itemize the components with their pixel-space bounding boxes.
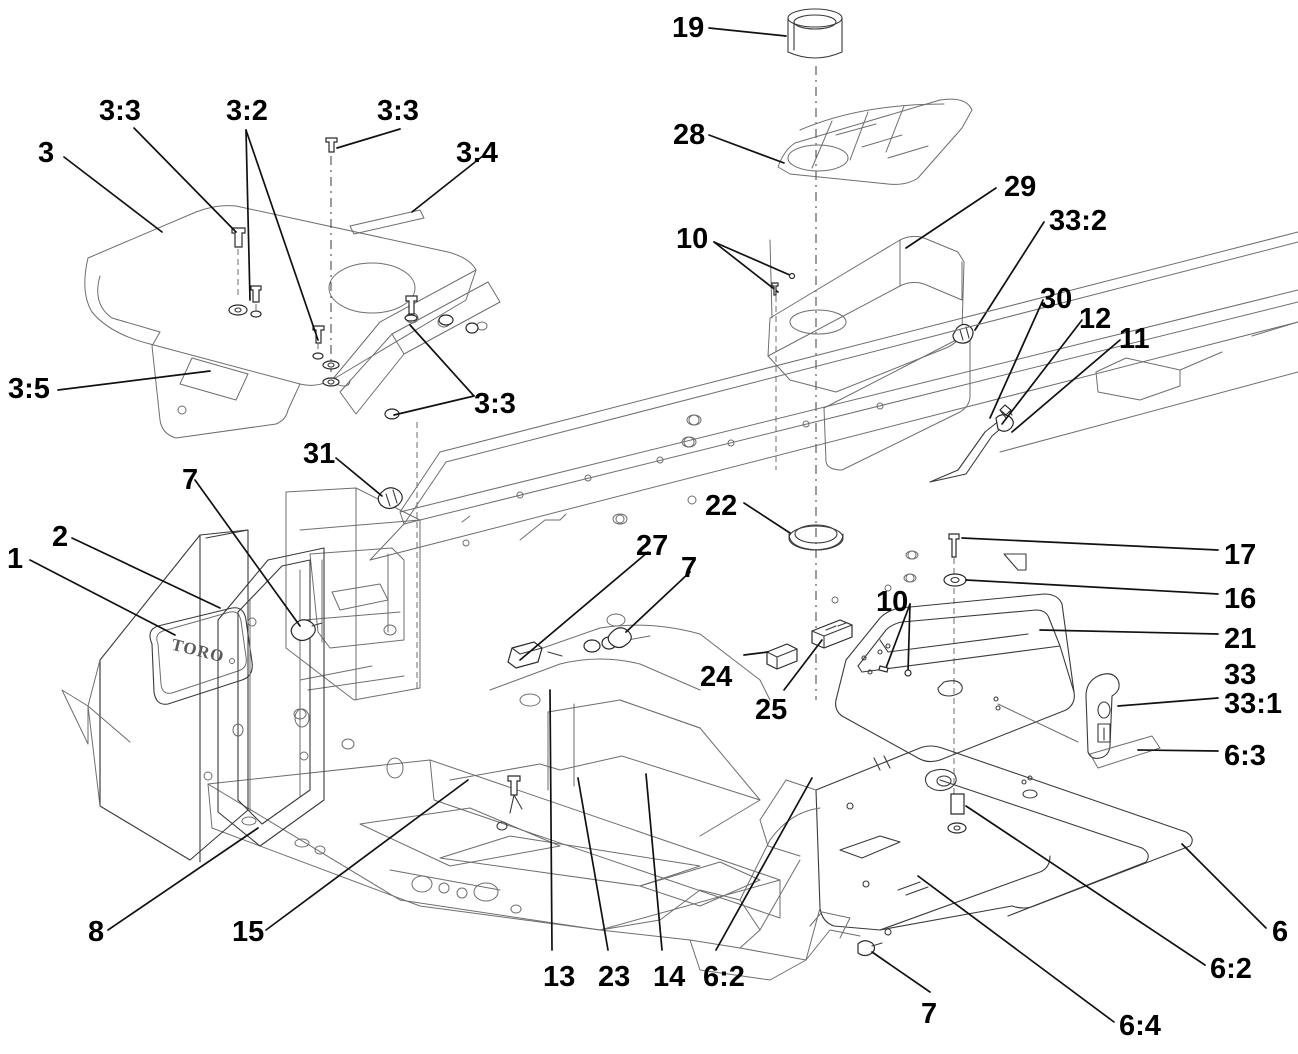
callout-33: 33 <box>1224 659 1257 691</box>
callout-7-a: 7 <box>182 464 199 496</box>
callout-6-2-a: 6:2 <box>703 961 745 993</box>
callout-11: 11 <box>1119 323 1150 355</box>
part-6-3-decal <box>1089 735 1161 769</box>
callout-6-4: 6:4 <box>1119 1010 1161 1042</box>
part-33-2-knob <box>952 323 974 344</box>
callout-3: 3 <box>38 137 55 169</box>
callout-6: 6 <box>1272 916 1289 948</box>
part-21-console <box>835 593 1079 771</box>
callout-33-1: 33:1 <box>1224 688 1283 720</box>
callout-3-3-b: 3:3 <box>377 95 419 127</box>
part-7-bolt-bottom <box>857 928 892 957</box>
part-2-side-panel <box>61 529 325 863</box>
callout-3-3-c: 3:3 <box>474 388 516 420</box>
callout-15: 15 <box>232 916 265 948</box>
callout-17: 17 <box>1224 539 1257 571</box>
callout-16: 16 <box>1224 583 1257 615</box>
callout-28: 28 <box>673 119 706 151</box>
callout-19: 19 <box>672 12 705 44</box>
callout-1: 1 <box>7 543 24 575</box>
callout-12: 12 <box>1079 303 1112 335</box>
callout-10-b: 10 <box>876 586 909 618</box>
part-29-console-cover <box>767 235 971 471</box>
part-3-hood <box>84 205 501 439</box>
part-28-mat <box>777 98 973 185</box>
part-16-washer <box>943 573 967 587</box>
callout-3-5: 3:5 <box>8 373 50 405</box>
callout-21: 21 <box>1224 623 1257 655</box>
callout-33-2: 33:2 <box>1049 205 1108 237</box>
part-24-switch <box>766 643 798 670</box>
callout-25: 25 <box>755 694 788 726</box>
callout-10-a: 10 <box>676 223 709 255</box>
part-11-12-30-rod <box>929 404 1014 483</box>
machine-chassis <box>207 487 861 981</box>
part-33-lever <box>1085 673 1120 759</box>
callout-14: 14 <box>653 961 686 993</box>
callout-3-2: 3:2 <box>226 95 268 127</box>
part-6-fender <box>815 745 1193 931</box>
part-22-ring <box>788 524 844 551</box>
callout-23: 23 <box>598 961 631 993</box>
part-7-bolt-panel <box>290 619 323 642</box>
callout-6-3: 6:3 <box>1224 740 1266 772</box>
hardware-3-2-3-3 <box>228 137 479 420</box>
part-15-bolt <box>496 775 523 831</box>
callout-30: 30 <box>1040 283 1073 315</box>
callout-3-3-a: 3:3 <box>99 95 141 127</box>
machine-frame-rail <box>369 231 1298 604</box>
callout-27: 27 <box>636 530 669 562</box>
part-19-cup-holder <box>787 8 843 59</box>
callout-8: 8 <box>88 916 105 948</box>
callout-7-c: 7 <box>921 998 938 1030</box>
part-25-switch <box>811 619 853 649</box>
callout-29: 29 <box>1004 171 1037 203</box>
part-17-bolt <box>948 533 1027 800</box>
part-31-knob <box>377 487 403 510</box>
callout-6-2-b: 6:2 <box>1210 953 1252 985</box>
callout-13: 13 <box>543 961 576 993</box>
callout-3-4: 3:4 <box>456 137 498 169</box>
callout-7-b: 7 <box>681 552 698 584</box>
callout-31: 31 <box>303 438 336 470</box>
callout-2: 2 <box>52 521 69 553</box>
callout-24: 24 <box>700 661 733 693</box>
callout-22: 22 <box>705 490 738 522</box>
